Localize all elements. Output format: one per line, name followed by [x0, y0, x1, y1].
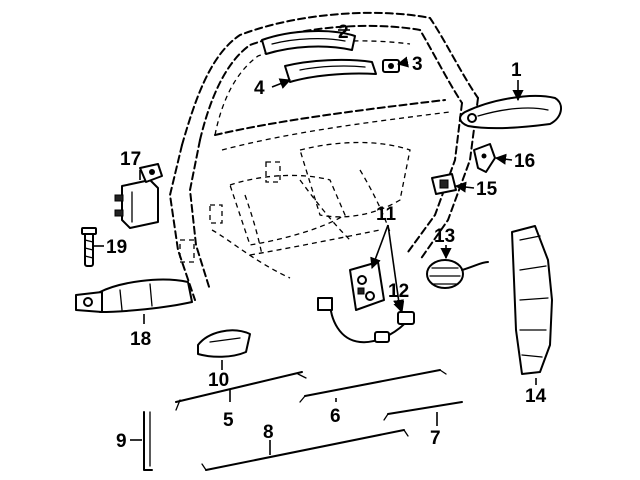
part-9-rod-bent [143, 411, 153, 471]
part-8-rod [201, 429, 409, 471]
part-7-rod [383, 401, 463, 421]
callout-15: 15 [476, 179, 498, 200]
callout-4: 4 [254, 78, 265, 99]
part-17-upper-hinge [114, 163, 163, 229]
callout-18: 18 [130, 329, 151, 350]
callout-9: 9 [116, 431, 127, 452]
part-18-door-check [75, 278, 193, 313]
part-1-outside-handle [459, 95, 562, 130]
part-11-lock-assembly [317, 261, 411, 344]
part-5-rod [175, 371, 307, 411]
callout-17: 17 [120, 149, 141, 170]
callout-3: 3 [412, 54, 423, 75]
part-14-door-seal [511, 225, 553, 375]
callout-13: 13 [434, 226, 455, 247]
callout-6: 6 [330, 406, 341, 427]
part-3-lock-knob [382, 59, 400, 73]
part-16-striker-bracket [473, 143, 496, 173]
part-2-inside-handle-bezel [261, 30, 356, 55]
callout-10: 10 [208, 370, 229, 391]
callout-2: 2 [338, 22, 349, 43]
part-19-bolt [81, 227, 97, 267]
callout-12: 12 [388, 281, 409, 302]
callout-8: 8 [263, 422, 274, 443]
part-10-lock-control [197, 329, 251, 358]
part-13-lock-actuator [426, 259, 489, 289]
part-4-inside-handle [284, 58, 377, 83]
callout-16: 16 [514, 151, 535, 172]
callout-1: 1 [511, 60, 522, 81]
door-shell [168, 11, 479, 301]
callout-labels: 1 2 3 4 5 6 7 8 9 10 11 12 13 14 15 16 1… [106, 22, 547, 452]
part-15-striker [431, 173, 457, 195]
callout-7: 7 [430, 428, 441, 449]
callout-14: 14 [525, 386, 547, 407]
part-6-rod [299, 369, 447, 403]
callout-leaders [94, 29, 537, 455]
callout-5: 5 [223, 410, 234, 431]
callout-11: 11 [376, 204, 397, 225]
callout-18-19-bolt: 19 [106, 237, 127, 258]
part-12-lock-rod-clip [374, 311, 415, 343]
